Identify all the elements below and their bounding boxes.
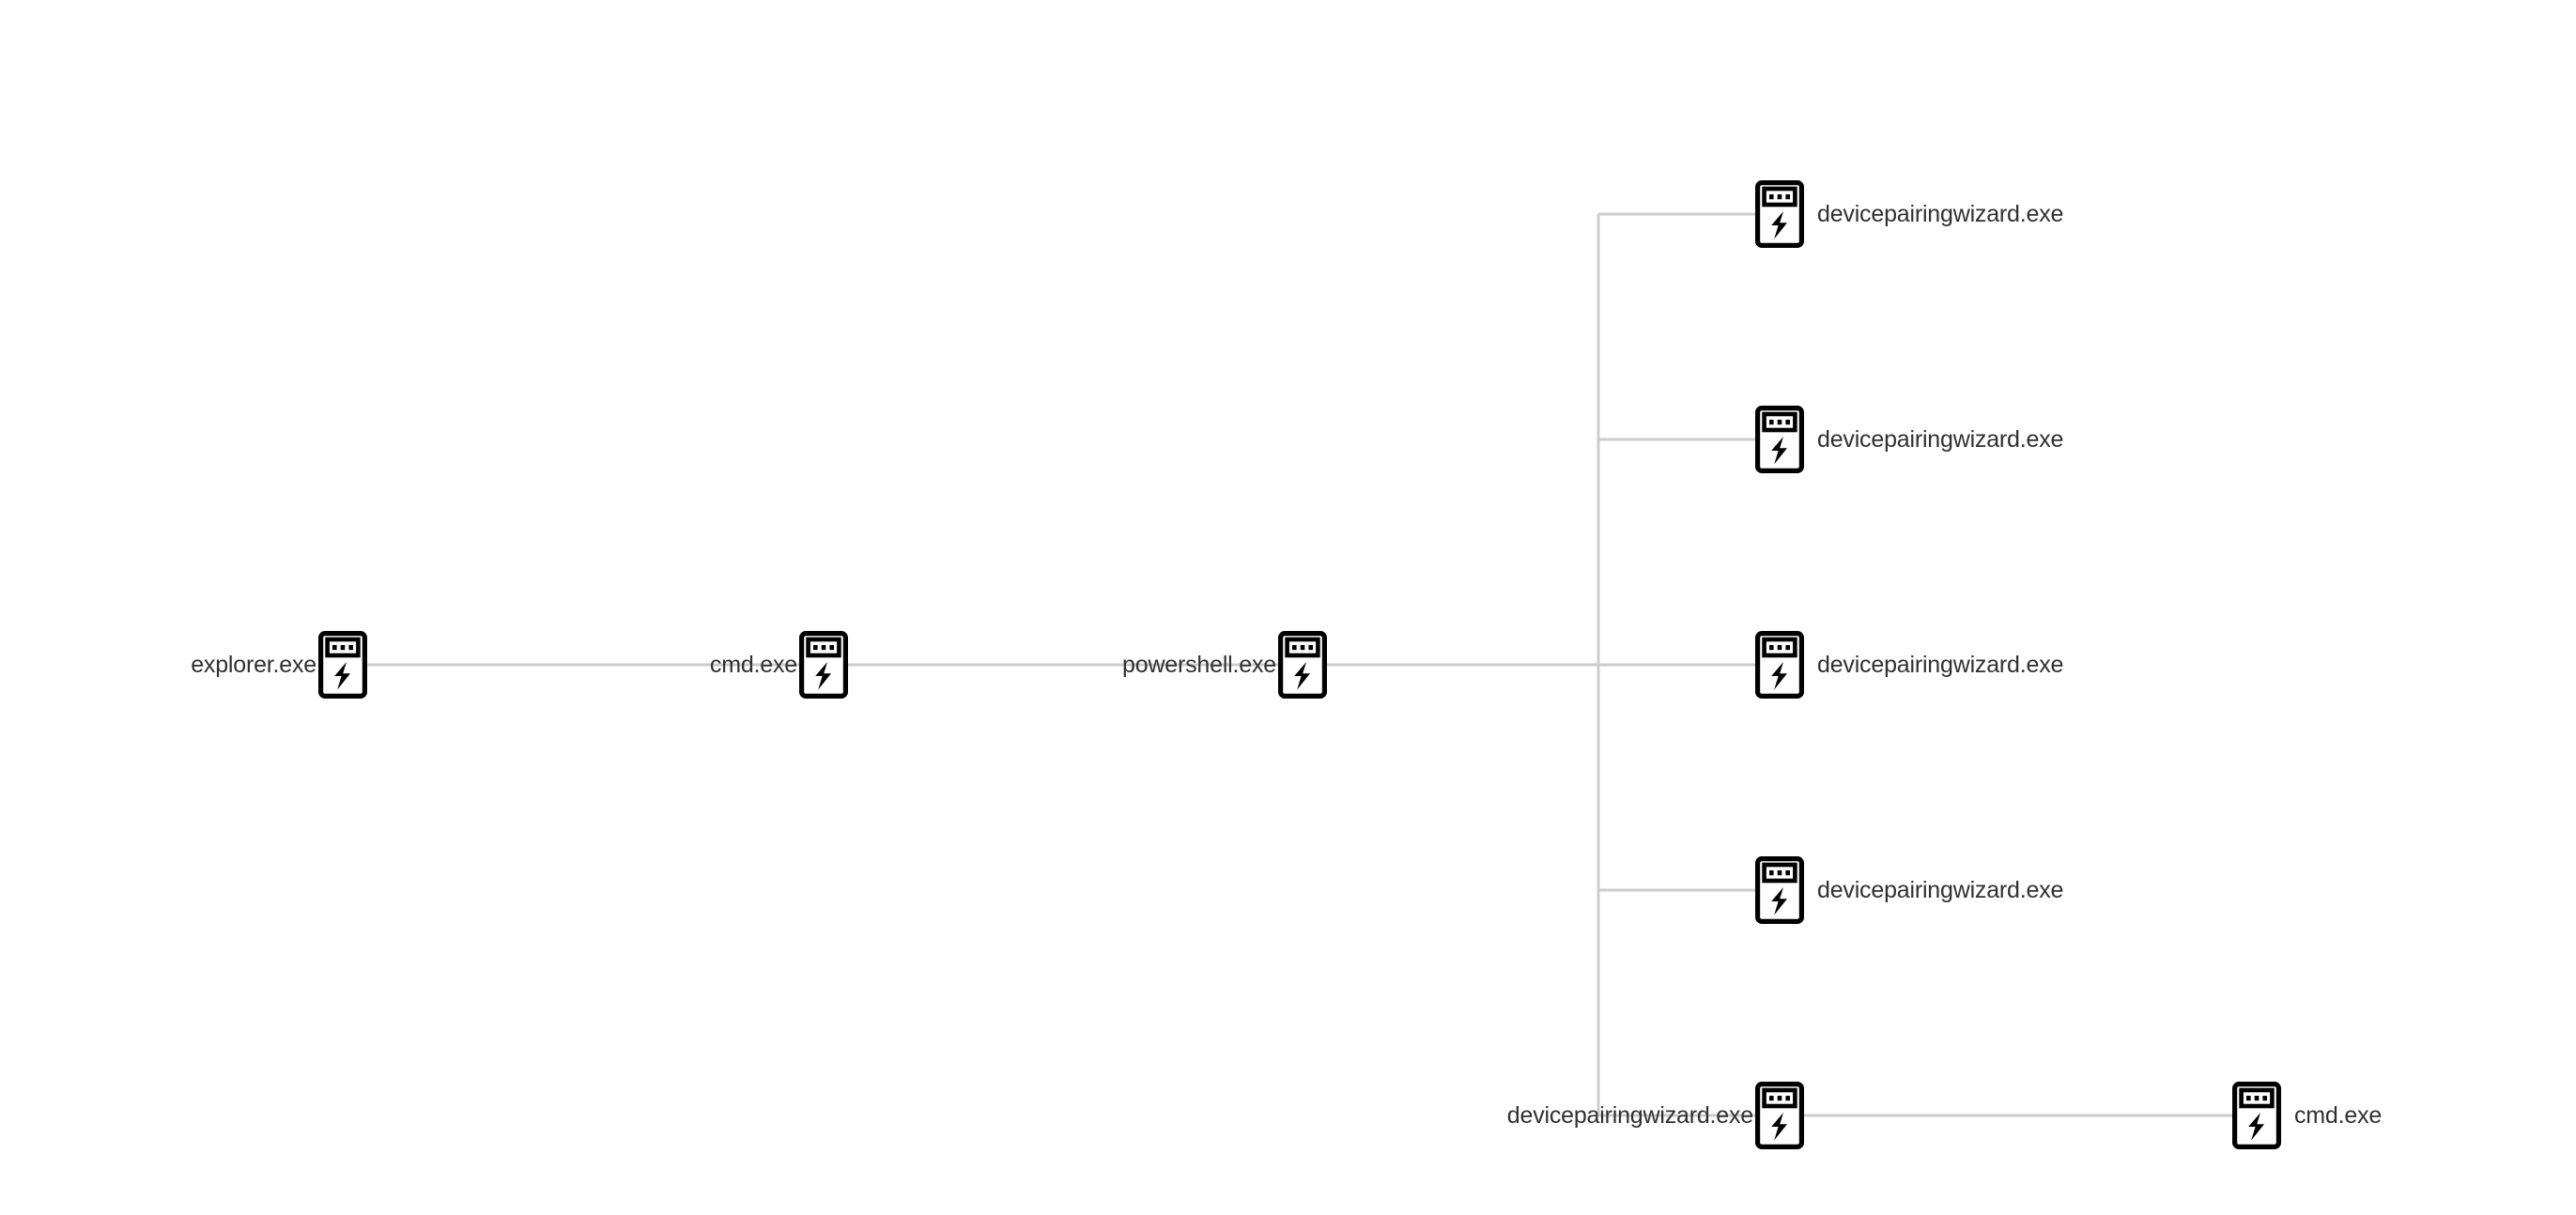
process-node-label: explorer.exe — [191, 651, 316, 678]
process-node-label: powershell.exe — [1122, 651, 1276, 678]
process-node-label: devicepairingwizard.exe — [1817, 651, 2064, 678]
process-node-explorer[interactable]: explorer.exe — [191, 631, 367, 699]
process-node-dpw2[interactable]: devicepairingwizard.exe — [1755, 406, 2063, 473]
process-node-dpw4[interactable]: devicepairingwizard.exe — [1755, 856, 2063, 924]
process-node-label: devicepairingwizard.exe — [1817, 200, 2064, 227]
process-exe-icon — [1755, 856, 1804, 924]
process-exe-icon — [1755, 180, 1804, 248]
process-exe-icon — [1755, 631, 1804, 699]
process-node-cmd1[interactable]: cmd.exe — [710, 631, 848, 699]
process-node-label: cmd.exe — [2294, 1101, 2383, 1129]
process-node-label: devicepairingwizard.exe — [1817, 876, 2064, 903]
process-node-powershell[interactable]: powershell.exe — [1122, 631, 1327, 699]
process-exe-icon — [799, 631, 848, 699]
process-node-dpw5[interactable]: devicepairingwizard.exe — [1507, 1082, 1804, 1149]
process-node-label: cmd.exe — [709, 651, 797, 678]
process-exe-icon — [1278, 631, 1327, 699]
process-node-label: devicepairingwizard.exe — [1506, 1101, 1753, 1129]
process-exe-icon — [1755, 1082, 1804, 1149]
process-exe-icon — [318, 631, 367, 699]
process-exe-icon — [1755, 406, 1804, 473]
process-node-cmd2[interactable]: cmd.exe — [2232, 1082, 2382, 1149]
process-node-label: devicepairingwizard.exe — [1817, 425, 2064, 453]
process-exe-icon — [2232, 1082, 2281, 1149]
process-node-dpw1[interactable]: devicepairingwizard.exe — [1755, 180, 2063, 248]
process-node-dpw3[interactable]: devicepairingwizard.exe — [1755, 631, 2063, 699]
